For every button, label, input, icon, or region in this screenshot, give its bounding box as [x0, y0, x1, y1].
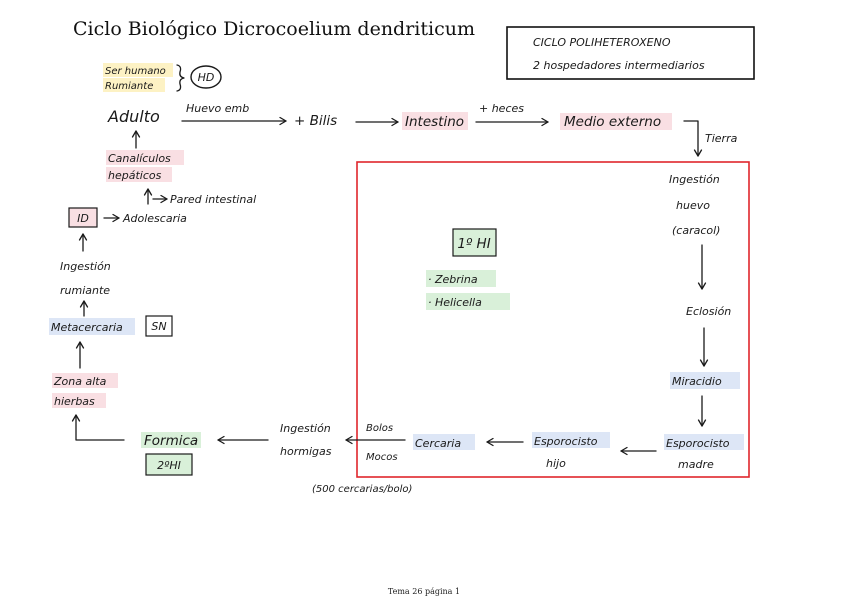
- node-hepaticos: hepáticos: [108, 169, 162, 182]
- node-canaliculos: Canalículos: [108, 152, 171, 165]
- node-medio-externo: Medio externo: [564, 114, 661, 130]
- cycle-type-label: CICLO POLIHETEROXENO: [533, 36, 671, 49]
- host2-badge-box: [145, 453, 193, 476]
- label-mocos: Mocos: [366, 452, 398, 463]
- highlight-yellow: [103, 78, 165, 92]
- node-ingestion-rumiante-1: Ingestión: [60, 260, 111, 273]
- node-ingestion-huevo-2: huevo: [676, 199, 710, 212]
- highlight-blue: [670, 372, 740, 389]
- node-ingestion-hormigas-2: hormigas: [280, 445, 332, 458]
- hd-badge-circle: [190, 65, 222, 89]
- hd-badge: HD: [198, 71, 215, 84]
- left-column: Canalículos hepáticos Pared intestinal I…: [49, 130, 256, 441]
- node-ingestion-huevo-1: Ingestión: [669, 173, 720, 186]
- node-adolescaria: Adolescaria: [122, 212, 187, 225]
- node-formica: Formica: [144, 433, 198, 449]
- highlight-pink: [106, 150, 184, 165]
- highlight-pink: [560, 113, 672, 130]
- node-adulto: Adulto: [107, 107, 160, 126]
- node-esporocisto-madre-2: madre: [678, 458, 714, 471]
- definitive-host-note: Ser humano Rumiante HD: [103, 63, 222, 92]
- node-bilis: + Bilis: [294, 113, 337, 129]
- highlight-pink: [52, 373, 118, 388]
- node-eclosion: Eclosión: [686, 305, 731, 318]
- node-esporocisto-hijo-2: hijo: [546, 457, 566, 470]
- node-metacercaria: Metacercaria: [51, 321, 123, 334]
- arrow-medio-to-tierra: [683, 120, 703, 157]
- red-frame: [356, 161, 750, 478]
- node-intestino: Intestino: [405, 114, 464, 130]
- highlight-green: [426, 270, 496, 287]
- page-footer: Tema 26 página 1: [388, 587, 460, 596]
- cycle-type-box: CICLO POLIHETEROXENO 2 hospedadores inte…: [506, 26, 755, 80]
- node-esporocisto-hijo-1: Esporocisto: [534, 435, 598, 448]
- id-badge: ID: [77, 212, 89, 225]
- host-ruminant-label: Rumiante: [105, 81, 153, 92]
- host2-badge: 2ºHI: [157, 459, 181, 472]
- cycle-type-frame: [506, 26, 755, 80]
- label-tierra: Tierra: [705, 132, 738, 145]
- node-hierbas: hierbas: [54, 395, 95, 408]
- host1-badge-box: [452, 228, 497, 257]
- label-pared-intestinal: Pared intestinal: [170, 193, 256, 206]
- host-human-label: Ser humano: [105, 66, 166, 77]
- intermediate-hosts-count: 2 hospedadores intermediarios: [533, 59, 705, 72]
- sn-badge: SN: [151, 320, 166, 333]
- host1-badge: 1º HI: [457, 236, 490, 252]
- highlight-pink: [402, 112, 468, 130]
- node-esporocisto-madre-1: Esporocisto: [666, 437, 730, 450]
- node-zona-alta: Zona alta: [53, 375, 107, 388]
- top-row: Adulto Huevo emb + Bilis Intestino + hec…: [107, 102, 738, 157]
- node-miracidio: Miracidio: [672, 375, 722, 388]
- label-cercarias-per-bolo: (500 cercarias/bolo): [312, 484, 412, 495]
- label-bolos: Bolos: [366, 423, 393, 434]
- arrow-formica-to-zona: [71, 414, 125, 441]
- highlight-green: [426, 293, 510, 310]
- first-intermediate-host-box: 1º HI · Zebrina · Helicella Ingestión hu…: [356, 161, 750, 478]
- highlight-pink: [106, 167, 172, 182]
- id-badge-box: [68, 207, 98, 228]
- species-zebrina: · Zebrina: [428, 273, 478, 286]
- curly-brace: [176, 64, 185, 92]
- highlight-green: [141, 432, 201, 448]
- highlight-blue: [49, 318, 135, 335]
- species-helicella: · Helicella: [428, 296, 482, 309]
- bottom-row: Bolos Mocos Ingestión hormigas (500 cerc…: [141, 422, 412, 495]
- node-ingestion-huevo-3: (caracol): [672, 224, 720, 237]
- page-title: Ciclo Biológico Dicrocoelium dendriticum: [73, 18, 475, 40]
- label-huevo-emb: Huevo emb: [186, 102, 249, 115]
- sn-badge-box: [145, 315, 173, 337]
- highlight-blue: [532, 432, 610, 448]
- node-ingestion-hormigas-1: Ingestión: [280, 422, 331, 435]
- label-heces: + heces: [479, 102, 524, 115]
- node-ingestion-rumiante-2: rumiante: [60, 284, 110, 297]
- highlight-pink: [52, 393, 106, 408]
- node-cercaria: Cercaria: [415, 437, 461, 450]
- highlight-yellow: [103, 63, 173, 77]
- highlight-blue: [413, 434, 475, 450]
- highlight-blue: [664, 434, 744, 450]
